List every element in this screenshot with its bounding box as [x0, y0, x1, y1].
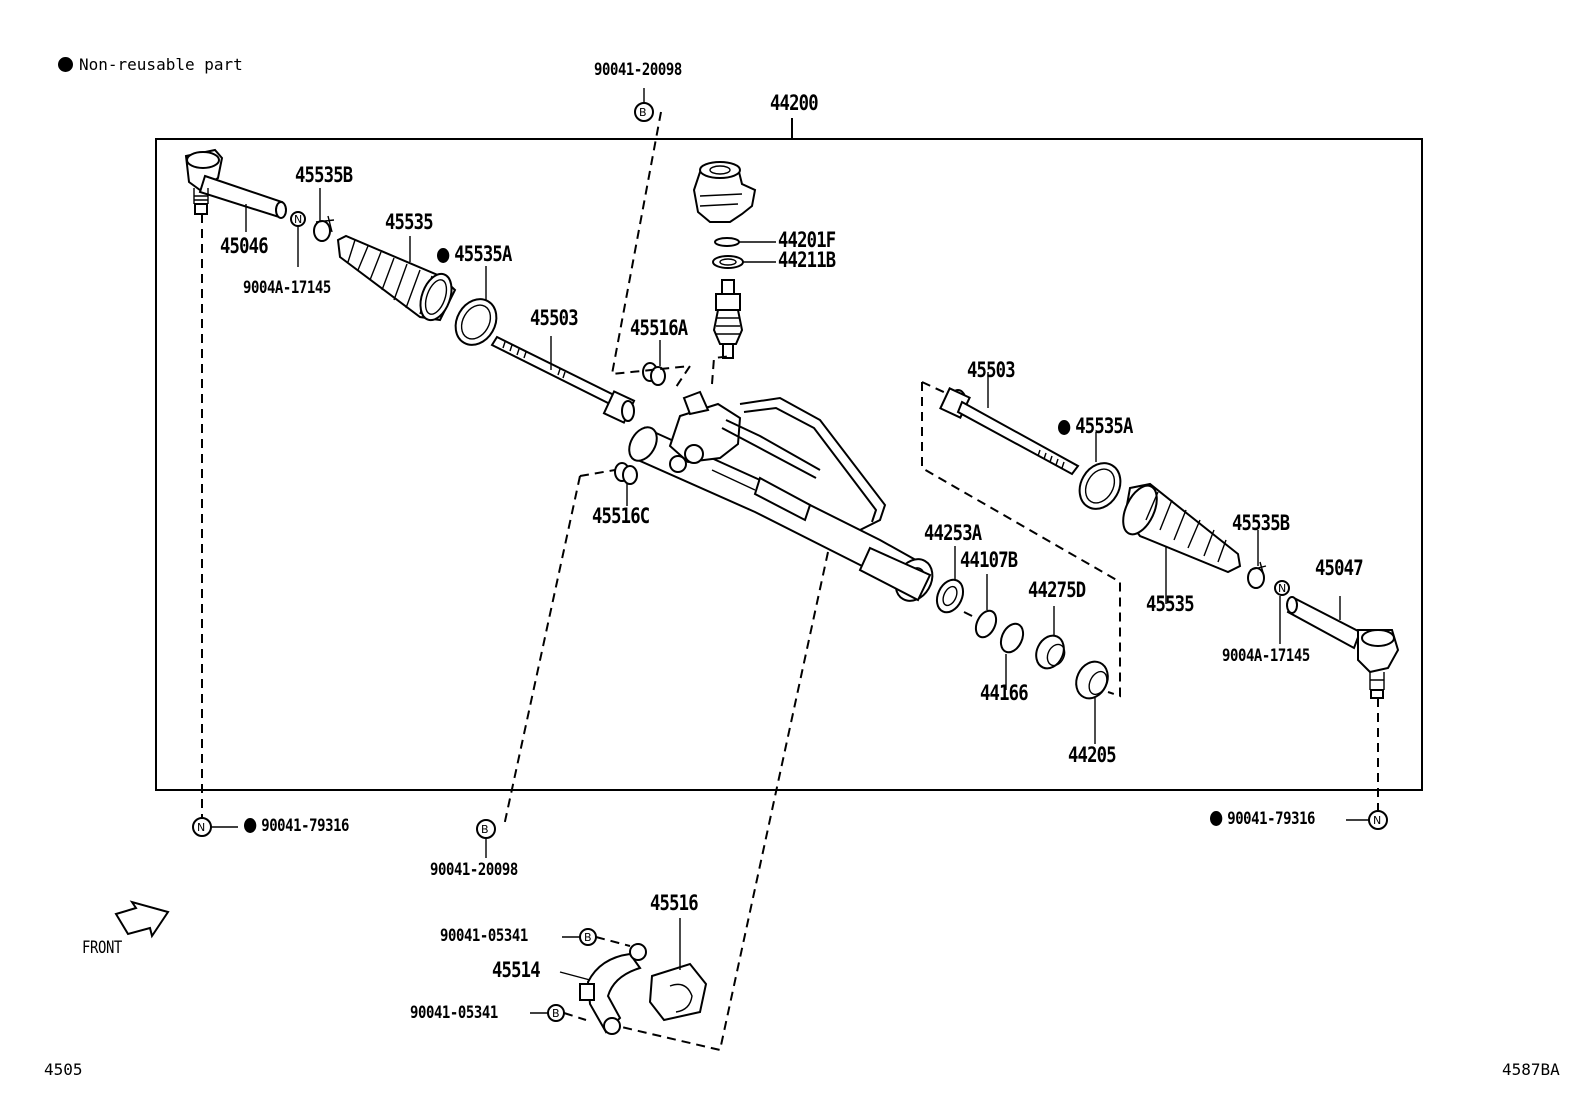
svg-text:N: N [1278, 582, 1286, 595]
label-44253A: 44253A [924, 521, 982, 545]
label-90041-79316-right: 90041-79316 [1210, 811, 1315, 828]
front-arrow-icon [114, 900, 170, 939]
assembly-number: 44200 [770, 91, 819, 115]
label-text: 90041-79316 [261, 816, 350, 836]
inner-rod-right [939, 387, 1080, 476]
clamp-right [1247, 561, 1267, 589]
label-44275D: 44275D [1028, 578, 1086, 602]
legend: Non-reusable part [58, 57, 243, 73]
svg-text:N: N [294, 213, 302, 226]
boot-right [1122, 482, 1242, 574]
non-reusable-dot-icon [1210, 811, 1223, 826]
footer-right: 4587BA [1502, 1060, 1560, 1079]
bushing-45516 [648, 962, 708, 1022]
svg-text:N: N [1373, 814, 1381, 827]
non-reusable-dot-icon [58, 57, 73, 72]
label-text: 90041-79316 [1227, 809, 1316, 829]
label-45535A-right: 45535A [1058, 416, 1133, 437]
svg-text:B: B [552, 1007, 560, 1020]
label-45516A: 45516A [630, 316, 688, 340]
label-45535B-left: 45535B [295, 163, 353, 187]
label-44205: 44205 [1068, 743, 1117, 767]
label-44211B: 44211B [778, 248, 836, 272]
label-45046: 45046 [220, 234, 269, 258]
seal-44275D [1035, 634, 1066, 670]
pinion-shaft [712, 279, 744, 359]
footer-left: 4505 [44, 1060, 83, 1079]
bearing-44253A [935, 578, 965, 614]
non-reusable-dot-icon [1058, 420, 1071, 435]
label-45047: 45047 [1315, 556, 1364, 580]
o-ring-44201F [714, 237, 740, 247]
bushing-45516C [614, 462, 638, 485]
svg-text:B: B [639, 106, 647, 119]
bushing-44205 [1075, 660, 1109, 700]
label-9004A-17145-right: 9004A-17145 [1222, 646, 1310, 666]
legend-text: Non-reusable part [79, 55, 243, 74]
inner-rod-left [490, 335, 636, 424]
front-label: FRONT [82, 938, 122, 958]
svg-text:B: B [584, 931, 592, 944]
label-text: 45535A [454, 242, 512, 266]
valve-housing [692, 161, 757, 223]
non-reusable-dot-icon [244, 818, 257, 833]
label-45535B-right: 45535B [1232, 511, 1290, 535]
label-44166: 44166 [980, 681, 1029, 705]
svg-text:N: N [197, 821, 205, 834]
label-9004A-17145-left: 9004A-17145 [243, 278, 331, 298]
label-45535-right: 45535 [1146, 592, 1195, 616]
label-45535-left: 45535 [385, 210, 434, 234]
label-90041-20098-top: 90041-20098 [594, 60, 682, 80]
tie-rod-end-right [1286, 596, 1400, 699]
label-45516C: 45516C [592, 504, 650, 528]
label-44201F: 44201F [778, 228, 836, 252]
label-text: 45535A [1075, 414, 1133, 438]
label-90041-05341-b: 90041-05341 [410, 1003, 498, 1023]
ring-44107B [974, 609, 998, 639]
label-45514: 45514 [492, 958, 541, 982]
label-45503-right: 45503 [967, 358, 1016, 382]
boot-left [336, 234, 457, 322]
label-45503-left: 45503 [530, 306, 579, 330]
clamp-left [313, 215, 335, 242]
label-45516: 45516 [650, 891, 699, 915]
bushing-45516A [642, 362, 666, 386]
label-45535A-left: 45535A [437, 244, 512, 265]
ring-44166 [999, 622, 1025, 654]
bracket-45514 [579, 943, 647, 1035]
non-reusable-dot-icon [437, 248, 450, 263]
label-44107B: 44107B [960, 548, 1018, 572]
rack-housing [628, 390, 934, 602]
label-90041-20098-bottom: 90041-20098 [430, 860, 518, 880]
label-90041-79316-left: 90041-79316 [244, 818, 349, 835]
svg-text:B: B [481, 823, 489, 836]
seal-44211B [712, 255, 744, 269]
tie-rod-end-left [184, 148, 287, 219]
label-90041-05341-a: 90041-05341 [440, 926, 528, 946]
assembly-frame [155, 138, 1423, 791]
